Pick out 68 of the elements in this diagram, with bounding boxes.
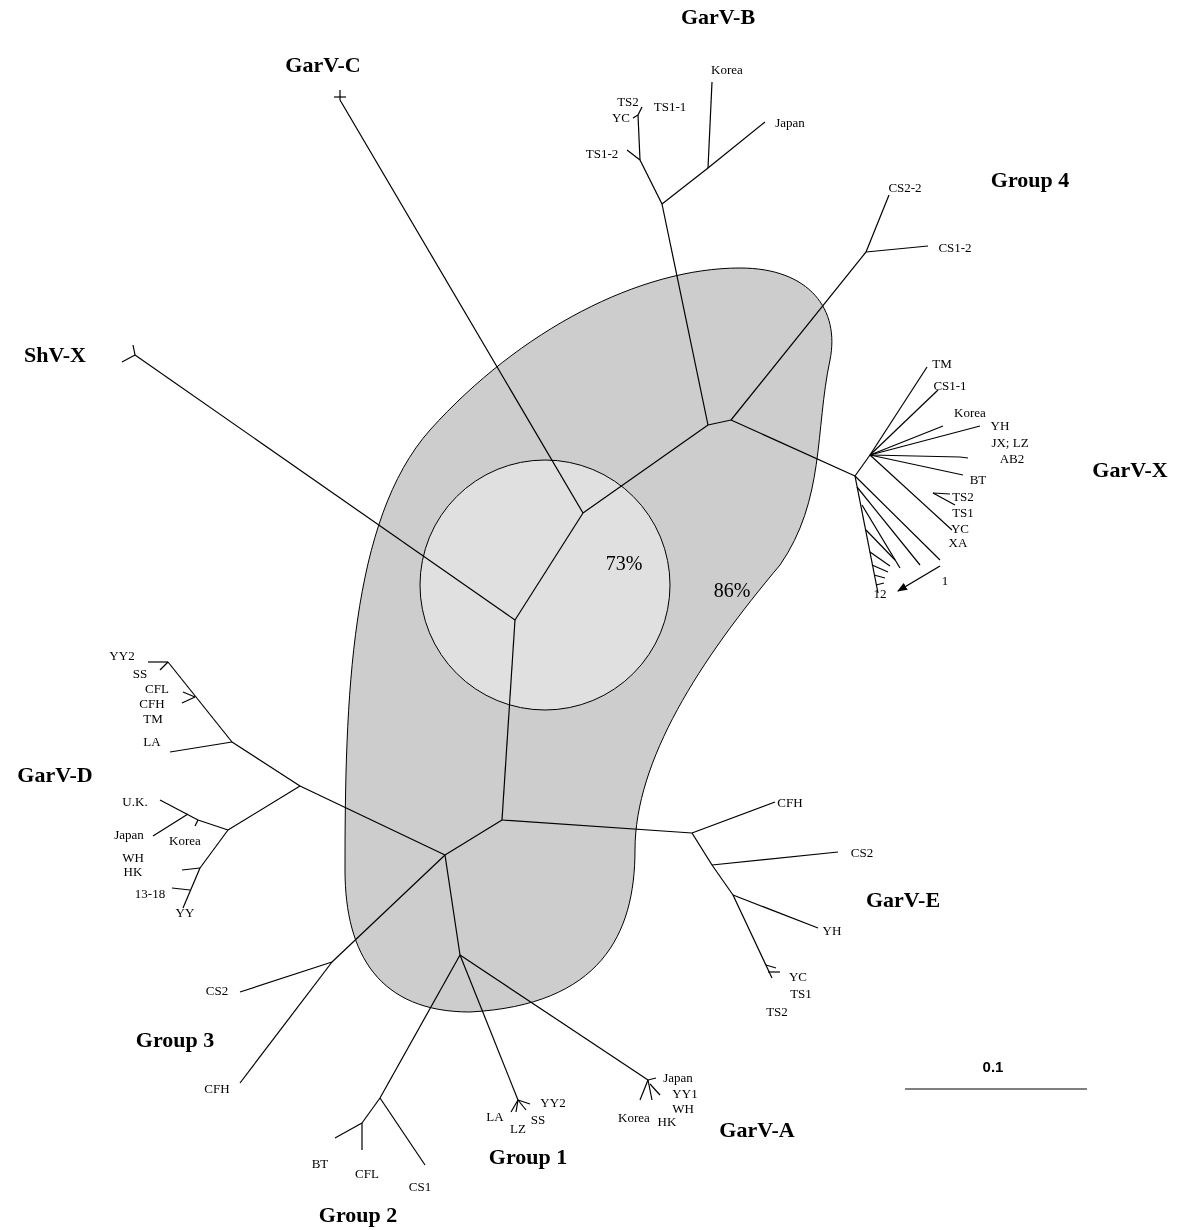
- taxon-label: TM: [143, 711, 163, 725]
- taxon-label: SS: [530, 1112, 546, 1126]
- taxon-label: Korea: [954, 405, 986, 419]
- taxon-label: 1: [941, 573, 949, 587]
- taxon-label: CS2: [205, 983, 229, 997]
- taxon-label: XA: [948, 535, 968, 549]
- taxon-label: Japan: [114, 827, 144, 841]
- taxon-label: CFL: [145, 681, 169, 695]
- clade-label: Group 1: [488, 1146, 568, 1168]
- taxon-label: Korea: [169, 833, 201, 847]
- taxon-label: Japan: [775, 115, 805, 129]
- taxon-label: TS1-2: [585, 146, 619, 160]
- taxon-label: Japan: [663, 1070, 693, 1084]
- taxon-label: CS2-2: [888, 180, 922, 194]
- taxon-label: CFH: [777, 795, 803, 809]
- taxon-label: SS: [132, 666, 148, 680]
- clade-label: ShV-X: [24, 344, 86, 366]
- taxon-label: TS1-1: [653, 99, 687, 113]
- clade-label: GarV-A: [719, 1119, 795, 1141]
- taxon-label: TS2: [617, 94, 639, 108]
- taxon-label: YC: [611, 110, 631, 124]
- taxon-label: Korea: [618, 1110, 650, 1124]
- taxon-label: WH: [672, 1101, 694, 1115]
- clade-label: GarV-D: [17, 764, 93, 786]
- taxon-label: YY2: [540, 1095, 566, 1109]
- taxon-label: CFL: [355, 1166, 379, 1180]
- taxon-label: YH: [822, 923, 842, 937]
- taxon-label: CS1-2: [938, 240, 972, 254]
- taxon-label: 12: [873, 586, 887, 600]
- taxon-label: CS1: [408, 1179, 432, 1193]
- taxon-label: LA: [143, 734, 161, 748]
- taxon-label: WH: [122, 850, 144, 864]
- clade-label: GarV-X: [1092, 459, 1168, 481]
- taxon-label: YY2: [109, 648, 135, 662]
- scale-value: 0.1: [982, 1058, 1004, 1074]
- taxon-label: LZ: [510, 1121, 526, 1135]
- taxon-label: YY: [175, 905, 195, 919]
- clade-label: Group 2: [318, 1204, 398, 1226]
- taxon-label: HK: [123, 864, 143, 878]
- taxon-label: JX; LZ: [991, 435, 1029, 449]
- taxon-label: BT: [969, 472, 987, 486]
- clade-label: GarV-B: [680, 6, 756, 28]
- taxon-label: U.K.: [122, 794, 148, 808]
- taxon-label: AB2: [999, 451, 1025, 465]
- percentage-label: 73%: [605, 553, 643, 573]
- taxon-label: 13-18: [134, 886, 166, 900]
- taxon-label: YC: [788, 969, 808, 983]
- taxon-label: BT: [311, 1156, 329, 1170]
- taxon-label: CFH: [139, 696, 165, 710]
- taxon-label: HK: [657, 1114, 677, 1128]
- clade-label: Group 4: [990, 169, 1070, 191]
- taxon-label: CS2: [850, 845, 874, 859]
- clade-label: Group 3: [135, 1029, 215, 1051]
- taxon-label: LA: [486, 1109, 504, 1123]
- taxon-label: CFH: [204, 1081, 230, 1095]
- clade-label: GarV-E: [865, 889, 941, 911]
- taxon-label: TS2: [952, 489, 974, 503]
- percentage-label: 86%: [713, 580, 751, 600]
- taxon-label: Korea: [711, 62, 743, 76]
- taxon-label: YH: [990, 418, 1010, 432]
- taxon-label: YC: [950, 521, 970, 535]
- taxon-label: TS1: [952, 505, 974, 519]
- clade-label: GarV-C: [285, 54, 361, 76]
- taxon-label: CS1-1: [933, 378, 967, 392]
- taxon-label: TS1: [790, 986, 812, 1000]
- taxon-label: TM: [932, 356, 952, 370]
- taxon-label: TS2: [766, 1004, 788, 1018]
- taxon-label: YY1: [672, 1086, 698, 1100]
